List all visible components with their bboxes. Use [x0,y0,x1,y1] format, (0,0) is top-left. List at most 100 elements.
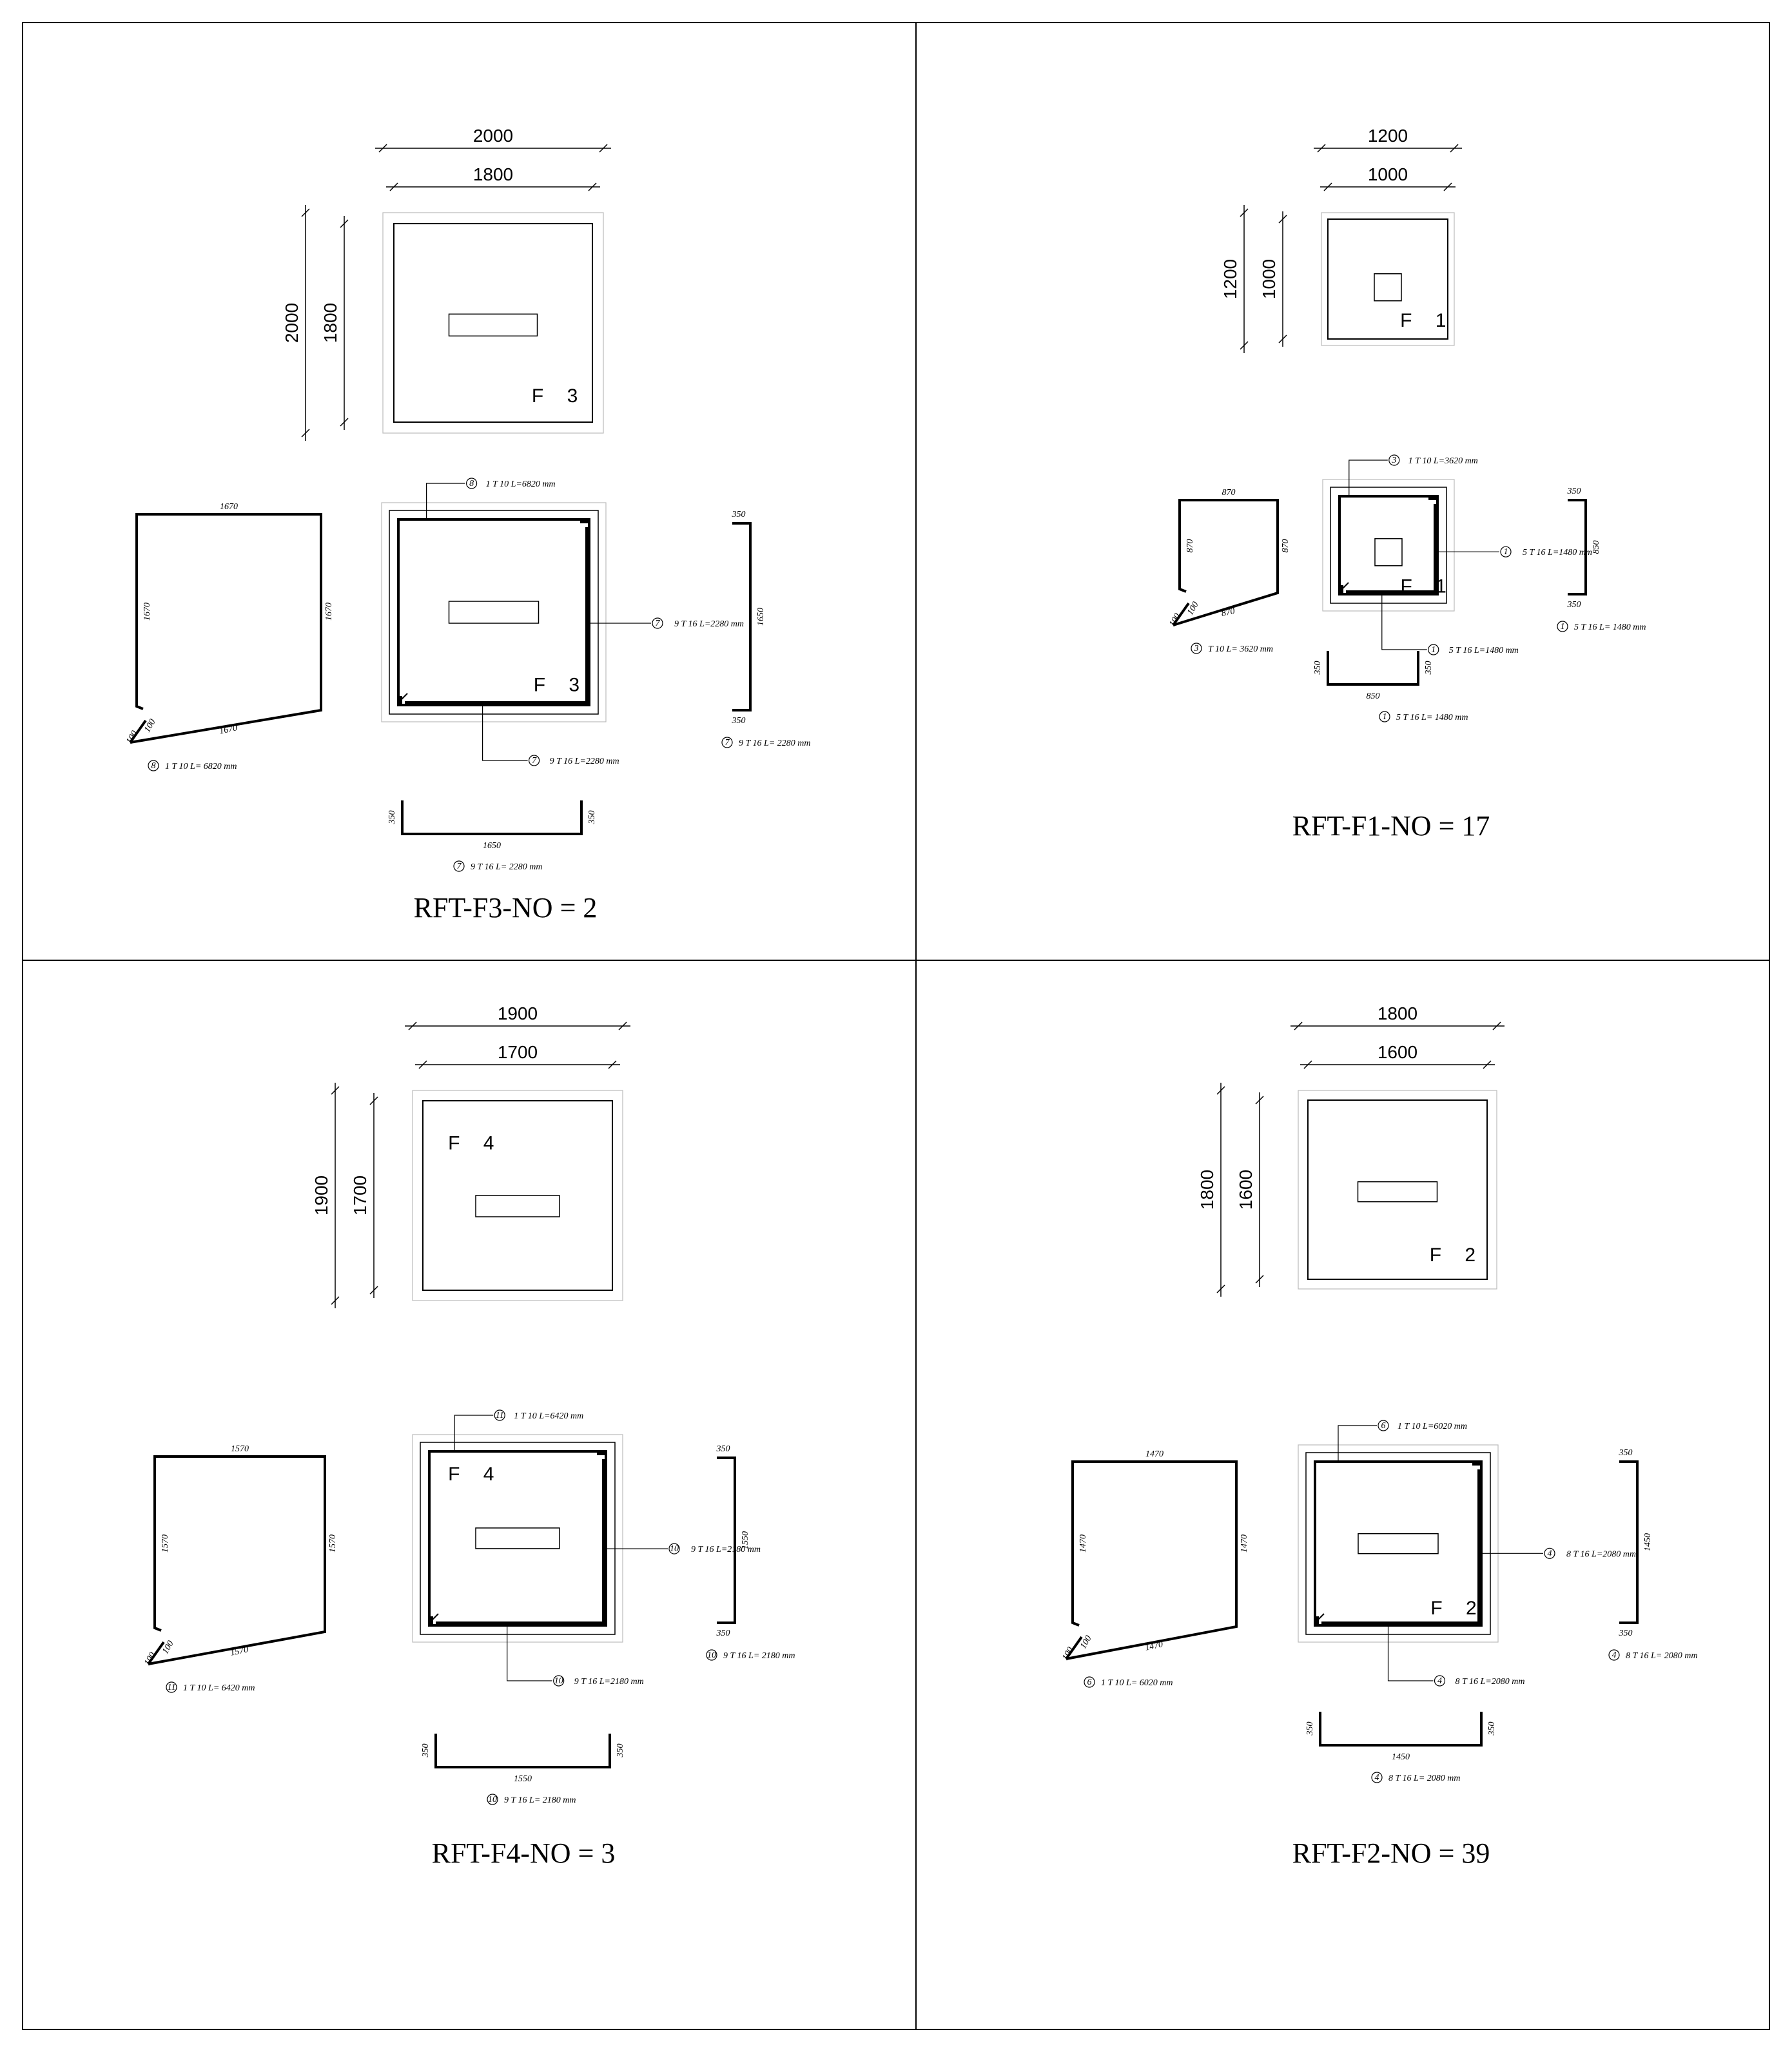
plan-dim-inner-h-text: 1800 [473,164,513,184]
rebar-bottom-layer-2 [436,1459,605,1624]
footing-label: F 1 [1400,310,1455,331]
shape-bottom-dim-left: 350 [1305,1722,1315,1736]
bar-mark-circle [1544,1547,1555,1559]
footing-label: F 4 [448,1132,503,1154]
plan-dim-outer-v-text: 1900 [311,1176,331,1215]
bar-shape-right [717,1457,736,1624]
rebar-hook-mark [1317,1613,1325,1621]
plan-dim-outer-h-tick-start [378,144,387,153]
bar-shape-left-hook [147,1641,165,1665]
bar-shape-left-hook [129,719,147,744]
bar-mark-number: 1 [1504,547,1508,557]
shape-right-dim-bottom: 350 [1619,1629,1633,1638]
plan-dim-outer-v-tick-start [301,208,310,217]
bar-mark-circle [652,617,663,629]
shape-bottom-dim-middle: 1650 [483,841,501,851]
bar-shape-right [732,522,752,711]
bar-mark-circle [148,760,159,771]
callout-label-top: 1 T 10 L=6820 mm [486,479,556,489]
plan-dim-outer-v-tick-end [331,1296,340,1305]
plan-outer-rect [412,1090,623,1301]
bar-shape-left-hook [1065,1636,1083,1660]
plan-dim-outer-v-tick-end [1216,1284,1225,1293]
shape-right-dim-middle: 1450 [1643,1533,1653,1551]
bar-mark-circle [1371,1772,1383,1783]
bar-mark-circle [706,1649,717,1661]
shape-left-label: 1 T 10 L= 6420 mm [183,1683,255,1693]
detail-footing-label: F 2 [1430,1598,1485,1619]
bar-mark-circle [553,1675,565,1687]
plan-dim-outer-v-tick-start [331,1086,340,1095]
plan-dim-inner-h-tick-end [1443,182,1452,191]
plan-dim-outer-h-tick-end [599,144,608,153]
bar-shape-bottom [1327,651,1419,686]
plan-dim-inner-v-text: 1600 [1236,1170,1256,1210]
column-rect [475,1195,560,1217]
plan-dim-outer-v-tick-start [1216,1086,1225,1095]
plan-dim-outer-v-tick-end [1240,341,1249,350]
shape-left-dim-left: 1570 [161,1534,170,1553]
plan-dim-inner-h-tick-start [1303,1060,1312,1069]
plan-dim-inner-h-tick-end [588,182,597,191]
rebar-hook-mark [400,693,408,701]
panel-title: RFT-F1-NO = 17 [1292,810,1490,842]
callout-label-right: 9 T 16 L=2280 mm [674,619,744,629]
bar-mark-number: 8 [469,479,474,489]
bar-mark-circle [1500,546,1512,557]
shape-bottom-label: 5 T 16 L= 1480 mm [1396,713,1468,722]
bar-mark-circle [1378,1420,1389,1431]
shape-bottom-label: 9 T 16 L= 2180 mm [504,1796,576,1805]
plan-inner-rect [393,223,593,423]
plan-dim-inner-v-tick-start [369,1096,378,1105]
shape-left-dim-bottom: 1670 [219,723,239,736]
bar-mark-number: 1 [1431,645,1436,655]
shape-right-dim-top: 350 [1567,487,1581,496]
column-rect [1374,273,1402,302]
bar-mark-circle [1379,711,1390,722]
plan-dim-outer-v-text: 1800 [1197,1170,1217,1210]
bar-mark-number: 6 [1087,1678,1092,1687]
shape-bottom-dim-middle: 1450 [1392,1752,1410,1762]
bar-shape-bottom [1319,1712,1483,1747]
callout-label-bottom: 5 T 16 L=1480 mm [1449,646,1519,655]
shape-left-dim-top: 1570 [231,1444,249,1454]
plan-dim-inner-h-text: 1600 [1378,1042,1417,1062]
shape-bottom-label: 8 T 16 L= 2080 mm [1388,1774,1461,1783]
detail-outer-rect [412,1434,623,1643]
shape-bottom-dim-right: 350 [616,1744,625,1758]
plan-dim-outer-h-text: 1800 [1378,1003,1417,1023]
callout-label-top: 1 T 10 L=3620 mm [1408,456,1478,466]
shape-left-dim-right: 870 [1281,539,1290,553]
bar-mark-circle [1388,454,1400,466]
shape-left-dim-bottom: 1470 [1144,1640,1164,1652]
shape-left-dim-right: 1670 [324,603,334,621]
bar-mark-circle [494,1409,505,1421]
detail-inner-rect [420,1442,616,1635]
plan-dim-outer-h-text: 2000 [473,126,513,146]
shape-left-dim-left: 870 [1185,539,1195,553]
bar-mark-circle [487,1794,498,1805]
callout-leader-top [1349,460,1388,496]
bar-mark-circle [465,478,478,489]
shape-bottom-dim-middle: 850 [1367,692,1380,701]
shape-bottom-dim-right: 350 [1487,1722,1497,1736]
shape-left-dim-top: 1470 [1145,1449,1164,1459]
bar-mark-number: 10 [488,1795,497,1805]
rebar-bottom-layer [1316,1463,1483,1627]
plan-dim-inner-v-text: 1700 [350,1176,370,1215]
plan-dim-outer-v-tick-end [301,429,310,438]
plan-dim-inner-v-tick-start [340,219,349,228]
rebar-bottom-layer [431,1453,607,1627]
plan-dim-outer-h-tick-start [1294,1021,1303,1031]
shape-left-dim-left: 1470 [1078,1534,1088,1553]
shape-left-label: T 10 L= 3620 mm [1208,644,1273,654]
plan-dim-inner-v-tick-end [1278,334,1287,344]
plan-outer-rect [1298,1090,1497,1290]
shape-left-dim-bottom: 870 [1220,606,1236,619]
plan-dim-outer-h-text: 1900 [498,1003,538,1023]
detail-footing-label: F 4 [448,1464,503,1485]
detail-outer-rect [381,502,607,722]
